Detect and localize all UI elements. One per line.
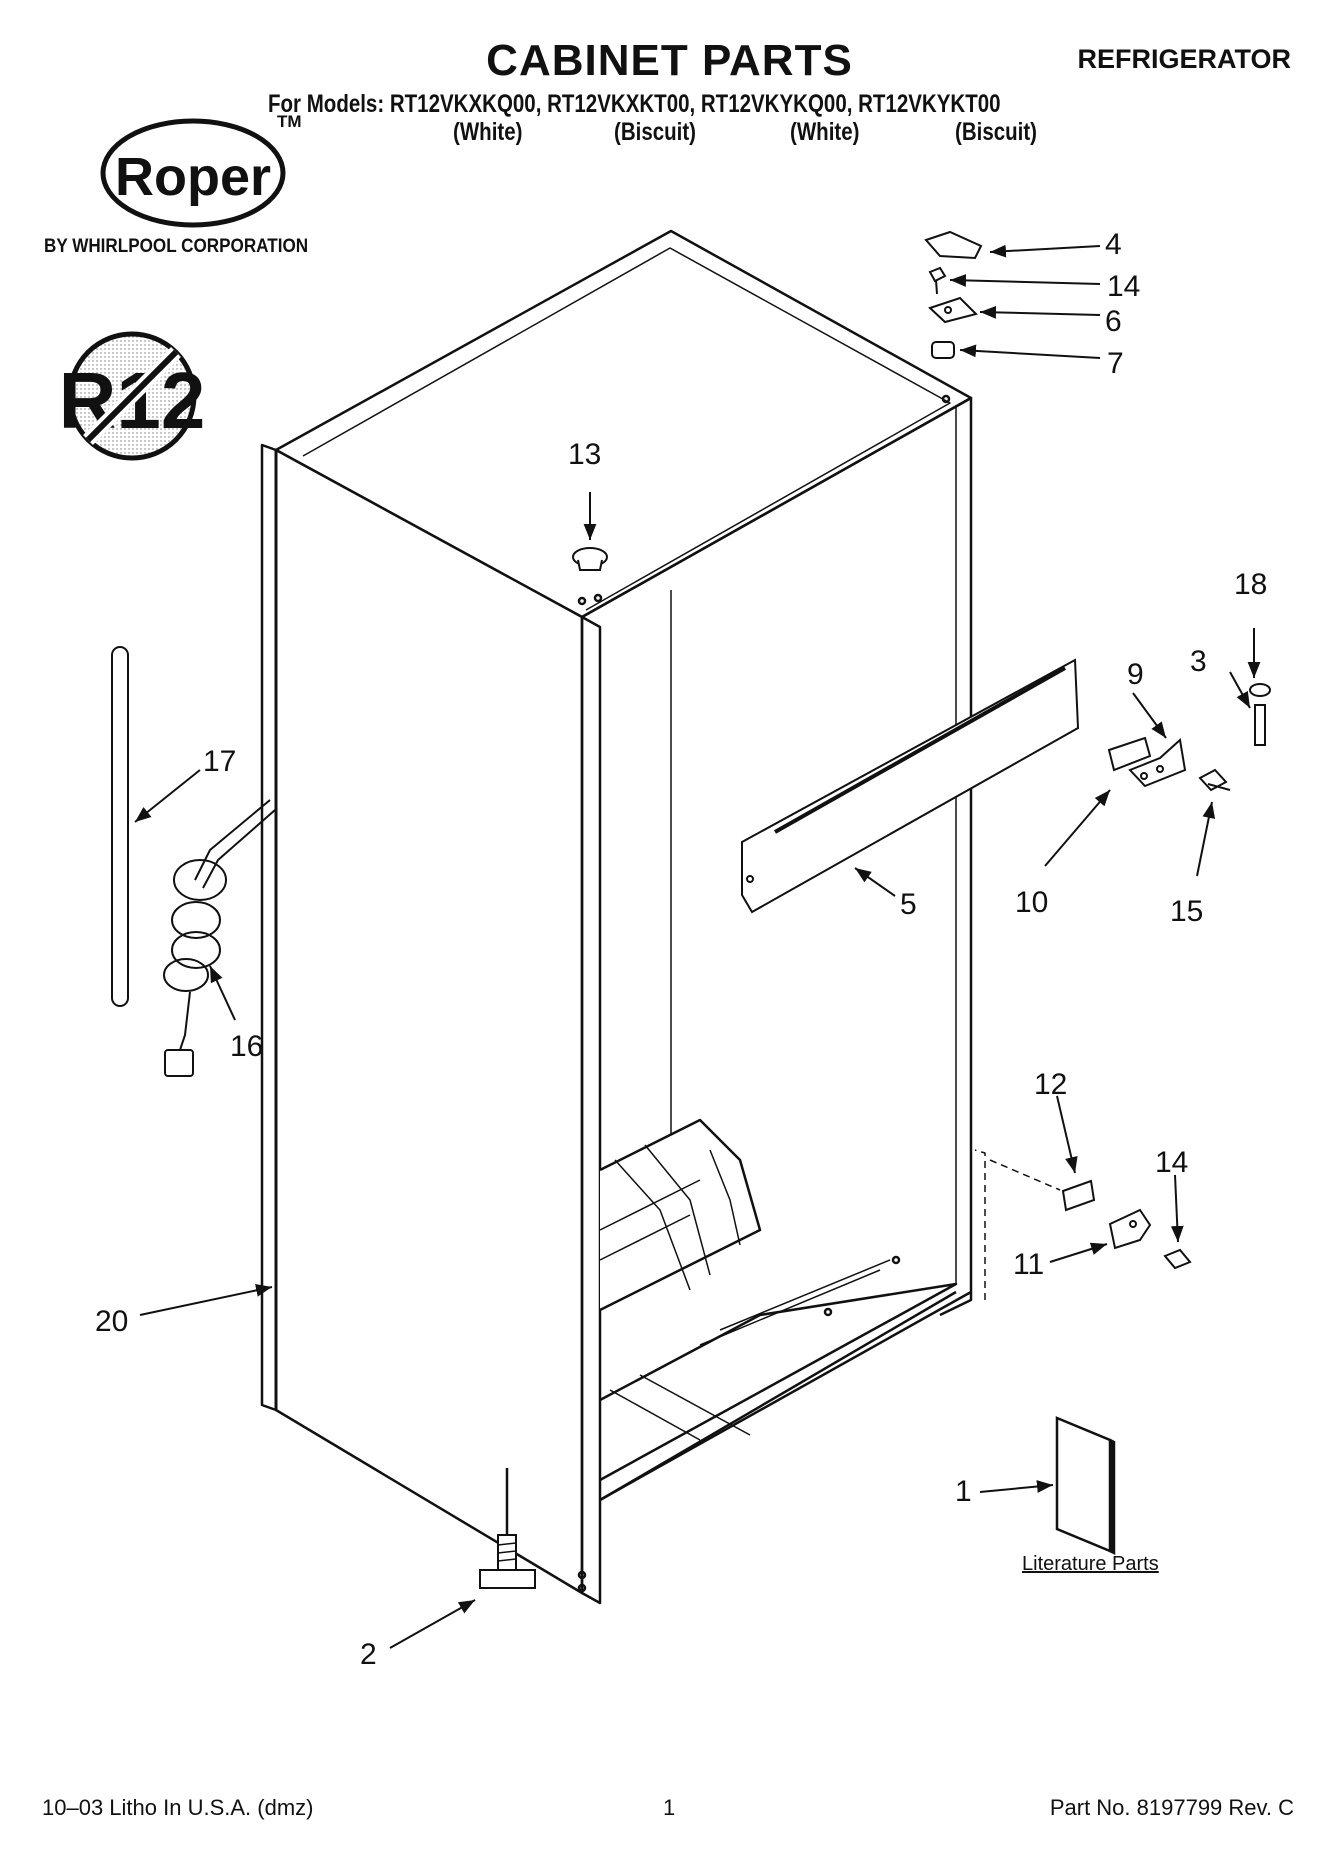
part-12-shim xyxy=(1061,1179,1096,1212)
callout-3: 3 xyxy=(1190,645,1207,678)
part-14-screw-top xyxy=(928,266,947,295)
footer-part-number: Part No. 8197799 Rev. C xyxy=(1049,1795,1294,1820)
part-7-spacer xyxy=(931,341,955,359)
part-4-hinge-cover xyxy=(924,230,983,260)
models-line: For Models: RT12VKXKQ00, RT12VKXKT00, RT… xyxy=(268,90,1001,118)
callout-1: 1 xyxy=(955,1475,972,1508)
appliance-type: REFRIGERATOR xyxy=(1077,44,1291,74)
callout-15: 15 xyxy=(1170,895,1204,928)
part-6-top-hinge xyxy=(928,296,978,324)
variant-label-4: (Biscuit) xyxy=(955,118,1037,146)
footer-print-info: 10–03 Litho In U.S.A. (dmz) xyxy=(42,1795,314,1820)
part-9-10-center-hinge xyxy=(1107,736,1187,788)
callout-14-bottom: 14 xyxy=(1155,1146,1189,1179)
part-17-tube xyxy=(111,646,129,1007)
variant-label-1: (White) xyxy=(453,118,523,146)
no-r12-badge: R12 xyxy=(59,331,205,461)
part-15-screw xyxy=(1198,768,1231,792)
callout-14-top: 14 xyxy=(1107,270,1141,303)
svg-text:Roper: Roper xyxy=(115,147,271,207)
variant-label-3: (White) xyxy=(790,118,860,146)
part-14-screw-bottom xyxy=(1163,1248,1192,1270)
callout-12: 12 xyxy=(1034,1068,1068,1101)
callout-13: 13 xyxy=(568,438,602,471)
part-16-power-cord xyxy=(163,799,276,1077)
page-title: CABINET PARTS xyxy=(486,36,853,85)
callout-20: 20 xyxy=(95,1305,129,1338)
brand-byline: BY WHIRLPOOL CORPORATION xyxy=(44,236,309,257)
part-1-literature xyxy=(1055,1416,1116,1556)
part-5-brace xyxy=(741,658,1080,914)
callout-2: 2 xyxy=(360,1638,377,1671)
trademark-mark: TM xyxy=(277,112,302,131)
footer-page-number: 1 xyxy=(663,1795,676,1820)
part-18-3-pin-washer xyxy=(1249,683,1271,746)
literature-parts-label: Literature Parts xyxy=(1022,1553,1159,1575)
callout-16: 16 xyxy=(230,1030,264,1063)
variant-label-2: (Biscuit) xyxy=(614,118,696,146)
leader-lines xyxy=(134,244,1261,1649)
roper-logo: Roper xyxy=(100,118,286,228)
callout-18: 18 xyxy=(1234,568,1268,601)
callout-11: 11 xyxy=(1013,1248,1045,1281)
part-13-plug xyxy=(572,547,608,571)
callout-9: 9 xyxy=(1127,658,1144,691)
callout-5: 5 xyxy=(900,888,917,921)
callout-10: 10 xyxy=(1015,886,1049,919)
refrigerator-cabinet xyxy=(260,229,1061,1605)
callout-6: 6 xyxy=(1105,305,1122,338)
callout-7: 7 xyxy=(1107,347,1124,380)
part-11-bottom-hinge xyxy=(1108,1208,1152,1250)
callout-17: 17 xyxy=(203,745,237,778)
callout-4: 4 xyxy=(1105,228,1122,261)
part-2-leveling-leg xyxy=(479,1534,536,1589)
